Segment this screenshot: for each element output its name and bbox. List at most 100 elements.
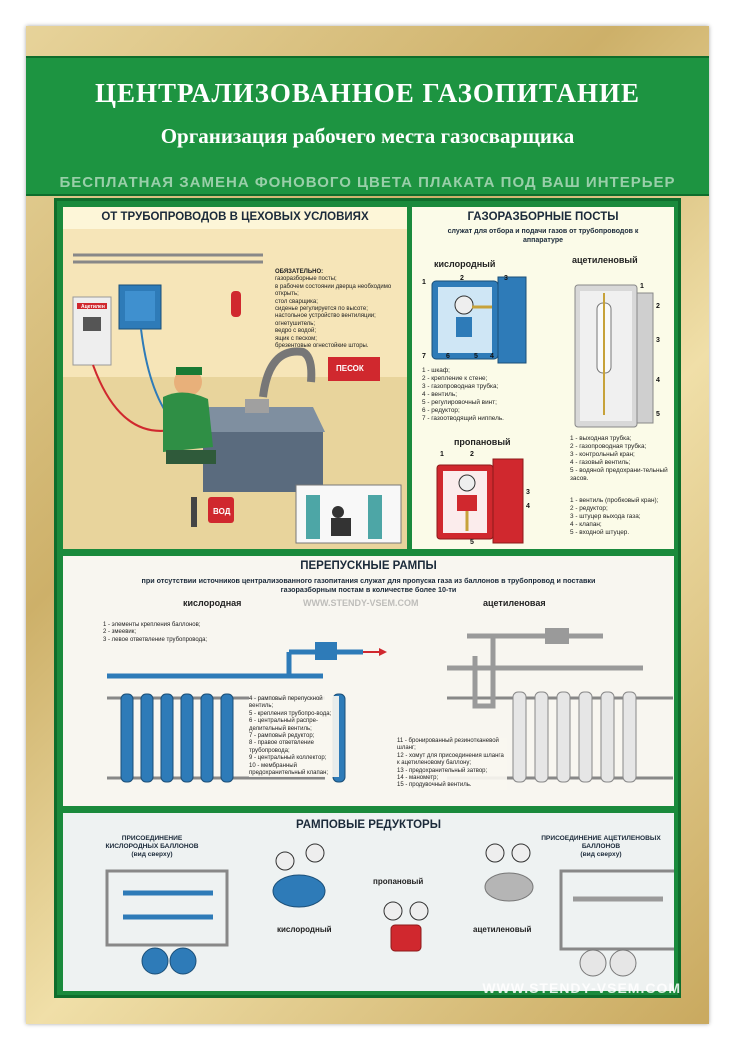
reducers-title: РАМПОВЫЕ РЕДУКТОРЫ: [296, 819, 441, 831]
callout-number: 4: [526, 503, 530, 510]
reducers-panel: РАМПОВЫЕ РЕДУКТОРЫ ПРИСОЕДИНЕНИЕ КИСЛОРО…: [63, 813, 674, 991]
callout-number: 3: [504, 275, 508, 282]
acetylene-connection-caption: ПРИСОЕДИНЕНИЕ АЦЕТИЛЕНОВЫХ БАЛЛОНОВ (вид…: [541, 835, 661, 859]
oxygen-reducer-label: кислородный: [277, 925, 332, 934]
gas-posts-panel: ГАЗОРАЗБОРНЫЕ ПОСТЫ служат для отбора и …: [412, 207, 674, 549]
legend-item: 5 - входной штуцер.: [570, 529, 630, 536]
callout-number: 1: [422, 279, 426, 286]
water-bucket-label: ВОД: [213, 507, 231, 516]
oxygen-connection-label: ПРИСОЕДИНЕНИЕ КИСЛОРОДНЫХ БАЛЛОНОВ: [105, 835, 199, 850]
mandatory-item: сиденье регулируется по высоте;: [275, 306, 368, 313]
legend-item: 9 - центральный коллектор;: [249, 755, 327, 762]
callout-number: 2: [460, 275, 464, 282]
ramps-legend-b: 4 - рамповый перепускной вентиль; 5 - кр…: [249, 696, 339, 778]
workshop-title: ОТ ТРУБОПРОВОДОВ В ЦЕХОВЫХ УСЛОВИЯХ: [101, 211, 369, 223]
propane-reducer-label: пропановый: [373, 877, 424, 886]
callout-number: 1: [640, 283, 644, 290]
legend-item: 3 - газопроводная трубка;: [422, 383, 499, 390]
oxygen-connection-caption: ПРИСОЕДИНЕНИЕ КИСЛОРОДНЫХ БАЛЛОНОВ (вид …: [97, 835, 207, 859]
legend-item: 4 - газовый вентиль;: [570, 459, 631, 466]
mandatory-item: ведро с водой;: [275, 328, 317, 335]
legend-item: 6 - центральный распре-делительный венти…: [249, 718, 318, 732]
posts-illustration: [431, 276, 654, 544]
legend-item: 4 - клапан;: [570, 521, 602, 528]
promo-banner: БЕСПЛАТНАЯ ЗАМЕНА ФОНОВОГО ЦВЕТА ПЛАКАТА…: [59, 174, 676, 191]
header-band: [26, 56, 709, 196]
legend-item: 2 - крепление к стене;: [422, 375, 488, 382]
poster-subtitle: Организация рабочего места газосварщика: [160, 124, 575, 148]
propane-legend: 1 - вентиль (пробковый кран); 2 - редукт…: [570, 497, 670, 537]
legend-item: 8 - правое ответвление трубопровода;: [249, 740, 314, 754]
legend-item: 1 - шкаф;: [422, 367, 450, 374]
legend-item: 4 - рамповый перепускной вентиль;: [249, 696, 323, 710]
mandatory-item: в рабочем состоянии дверца необходимо от…: [275, 283, 392, 298]
posts-description: служат для отбора и подачи газов от труб…: [447, 228, 639, 244]
ramps-panel: ПЕРЕПУСКНЫЕ РАМПЫ при отсутствии источни…: [63, 556, 674, 806]
mandatory-title: ОБЯЗАТЕЛЬНО:: [275, 269, 324, 275]
legend-item: 5 - водяной предохрани-тельный засов.: [570, 467, 668, 482]
acetylene-legend: 1 - выходная трубка; 2 - газопроводная т…: [570, 435, 670, 483]
mandatory-item: настольное устройство вентиляции;: [275, 313, 376, 320]
acetylene-ramp-label: ацетиленовая: [483, 598, 546, 608]
legend-item: 7 - рамповый редуктор;: [249, 733, 315, 740]
legend-item: 1 - вентиль (пробковый кран);: [570, 497, 659, 504]
acetylene-post-label: ацетиленовый: [572, 255, 638, 265]
sand-box-label: ПЕСОК: [336, 364, 364, 373]
callout-number: 5: [470, 539, 474, 546]
post-sign: Ацетилен: [81, 304, 105, 310]
legend-item: 13 - предохранительный затвор;: [397, 767, 488, 774]
legend-item: 1 - элементы крепления баллонов;: [103, 622, 201, 628]
workshop-panel: ОТ ТРУБОПРОВОДОВ В ЦЕХОВЫХ УСЛОВИЯХ: [63, 207, 407, 549]
legend-item: 7 - газоотводящий ниппель.: [422, 415, 504, 422]
callout-number: 2: [470, 451, 474, 458]
mandatory-item: ящик с песком;: [275, 335, 317, 342]
top-view-label: (вид сверху): [131, 851, 173, 858]
oxygen-legend: 1 - шкаф; 2 - крепление к стене; 3 - газ…: [422, 367, 562, 423]
callout-number: 6: [446, 353, 450, 360]
callout-number: 4: [490, 353, 494, 360]
legend-item: 10 - мембранный предохранительный клапан…: [249, 762, 329, 777]
poster-title: ЦЕНТРАЛИЗОВАННОЕ ГАЗОПИТАНИЕ: [95, 78, 640, 108]
acetylene-reducer-label: ацетиленовый: [473, 925, 532, 934]
legend-item: 3 - штуцер выхода газа;: [570, 513, 641, 520]
mandatory-item: стол сварщика;: [275, 298, 318, 305]
callout-number: 7: [422, 353, 426, 360]
ramps-legend-a: 1 - элементы крепления баллонов; 2 - зме…: [103, 622, 283, 644]
callout-number: 5: [474, 353, 478, 360]
workshop-illustration: [63, 229, 407, 549]
legend-item: 12 - хомут для присоединения шланга к ац…: [397, 752, 504, 767]
content-board: ОТ ТРУБОПРОВОДОВ В ЦЕХОВЫХ УСЛОВИЯХ: [54, 198, 681, 998]
mandatory-item: газоразборные посты;: [275, 276, 337, 283]
reducers-illustration: [105, 843, 674, 977]
legend-item: 2 - змеевик;: [103, 629, 137, 636]
legend-item: 14 - манометр;: [397, 775, 439, 782]
legend-item: 6 - редуктор;: [422, 407, 460, 414]
callout-number: 1: [440, 451, 444, 458]
callout-number: 5: [656, 411, 660, 418]
top-view-label: (вид сверху): [580, 851, 622, 858]
legend-item: 1 - выходная трубка;: [570, 435, 632, 442]
legend-item: 11 - бронированный резинотканевой шланг;: [397, 738, 499, 752]
poster-frame: ЦЕНТРАЛИЗОВАННОЕ ГАЗОПИТАНИЕ Организация…: [26, 26, 709, 1024]
ramps-legend-c: 11 - бронированный резинотканевой шланг;…: [397, 738, 507, 790]
ramps-description: при отсутствии источников централизованн…: [141, 576, 596, 594]
mandatory-item: брезентовые огнестойкие шторы.: [275, 343, 369, 350]
legend-item: 3 - контрольный кран;: [570, 451, 635, 458]
mandatory-notes: ОБЯЗАТЕЛЬНО: газоразборные посты; в рабо…: [275, 269, 407, 350]
ramps-illustration: [107, 628, 673, 783]
legend-item: 2 - газопроводная трубка;: [570, 443, 647, 450]
footer-watermark: WWW.STENDY-VSEM.COM: [482, 980, 681, 996]
callout-number: 3: [656, 337, 660, 344]
legend-item: 5 - регулировочный винт;: [422, 399, 497, 406]
propane-post-label: пропановый: [454, 437, 511, 447]
ramps-watermark: WWW.STENDY-VSEM.COM: [303, 598, 419, 608]
callout-number: 2: [656, 303, 660, 310]
legend-item: 3 - левое ответвление трубопровода;: [103, 636, 208, 643]
legend-item: 15 - продувочный вентиль.: [397, 782, 472, 789]
legend-item: 5 - крепления трубопро-вода;: [249, 710, 332, 717]
callout-number: 4: [656, 377, 660, 384]
acetylene-connection-label: ПРИСОЕДИНЕНИЕ АЦЕТИЛЕНОВЫХ БАЛЛОНОВ: [541, 835, 661, 850]
callout-number: 3: [526, 489, 530, 496]
oxygen-post-label: кислородный: [434, 259, 496, 269]
posts-title: ГАЗОРАЗБОРНЫЕ ПОСТЫ: [467, 211, 619, 223]
